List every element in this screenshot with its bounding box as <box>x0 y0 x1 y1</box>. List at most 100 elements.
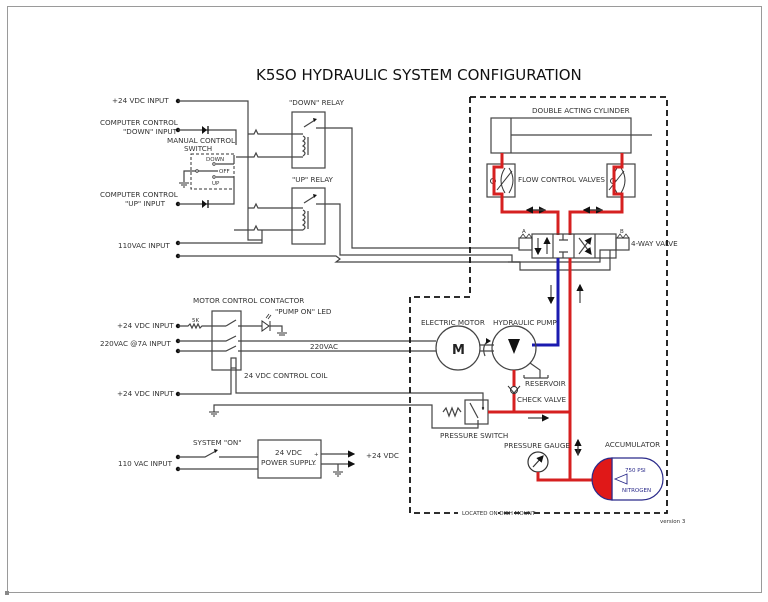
label-plus24-top: +24 VDC INPUT <box>112 96 169 105</box>
label-110vac: 110VAC INPUT <box>118 241 170 250</box>
flow-valve-right-icon <box>608 167 626 194</box>
label-motor-contactor: MOTOR CONTROL CONTACTOR <box>193 296 304 305</box>
wire-220vac-1 <box>178 335 436 342</box>
contact-led <box>225 319 237 327</box>
label-pump-on-led: "PUMP ON" LED <box>275 307 332 316</box>
pressure-line-right <box>568 153 624 235</box>
label-4way-valve: 4-WAY VALVE <box>631 239 678 248</box>
label-hydraulic-pump: HYDRAULIC PUMP <box>493 318 557 327</box>
dish-mount-boundary <box>470 96 668 514</box>
label-control-coil: 24 VDC CONTROL COIL <box>244 371 327 380</box>
down-relay-coil-icon <box>301 135 306 157</box>
wire-cc-up <box>178 186 235 205</box>
label-psu-output: +24 VDC <box>366 451 399 460</box>
wire-up-relay-out <box>316 203 508 256</box>
label-port-a: A <box>522 229 526 235</box>
reservoir-icon <box>523 375 549 379</box>
wire-110vac-2 <box>178 250 611 271</box>
pressure-switch-box <box>464 399 489 425</box>
label-psu-minus: - <box>314 462 316 468</box>
label-psu-1: 24 VDC <box>275 448 302 457</box>
up-relay-box <box>291 187 326 245</box>
switch-pos-up: UP <box>212 181 220 187</box>
diode-down-icon <box>202 126 209 134</box>
wire-plus24-top <box>178 100 262 241</box>
label-cc-up-2: "UP" INPUT <box>125 199 166 208</box>
ground-icon-led <box>277 332 287 336</box>
motor-symbol: M <box>452 343 465 358</box>
wire-220vac-2 <box>178 345 436 352</box>
label-220vac-input: 220VAC @7A INPUT <box>100 339 171 348</box>
wire-110vac-1 <box>178 230 263 244</box>
wire-relay-up-coil <box>234 224 262 231</box>
power-supply-box <box>257 439 322 479</box>
label-acc-gas: NITROGEN <box>622 488 651 494</box>
switch-pos-off: OFF <box>219 169 230 175</box>
label-reservoir: RESERVOIR <box>525 379 566 388</box>
manual-switch-box <box>190 153 235 190</box>
label-cylinder: DOUBLE ACTING CYLINDER <box>532 106 630 115</box>
up-relay-coil-wires <box>262 207 303 231</box>
label-110vac-psu: 110 VAC INPUT <box>118 459 173 468</box>
label-dish-mount: LOCATED ON DISH MOUNT <box>462 511 536 517</box>
label-psu-plus: + <box>314 452 319 458</box>
wire-switch-ground <box>183 170 196 182</box>
solenoid-b-icon <box>615 233 630 251</box>
ground-icon-coil <box>209 411 219 417</box>
wire-down-relay-out <box>316 127 508 249</box>
wire-psu-switch <box>178 450 258 458</box>
wire-relay-feed-up <box>248 202 262 209</box>
wire-coil-to-pressure-switch <box>235 368 484 410</box>
corner-marker <box>5 591 9 595</box>
switch-pos-down: DOWN <box>206 157 224 163</box>
label-flow-valves: FLOW CONTROL VALVES <box>518 175 605 184</box>
wire-relay-feed-down <box>248 128 262 135</box>
pump-output-line <box>512 370 570 414</box>
label-port-b: B <box>620 229 624 235</box>
label-accumulator: ACCUMULATOR <box>605 440 660 449</box>
label-resistor: 5K <box>192 318 199 324</box>
wire-ground-to-pressure-switch <box>213 404 479 429</box>
wire-switch-down <box>216 151 262 165</box>
resistor-5k-icon <box>178 322 226 330</box>
wire-plus24-coil <box>178 368 232 395</box>
label-cc-up-1: COMPUTER CONTROL <box>100 190 178 199</box>
version-label: version 3 <box>660 519 686 525</box>
pressure-switch-spring-icon <box>442 406 462 418</box>
led-icon <box>261 313 272 332</box>
four-way-valve <box>531 233 617 259</box>
check-valve-icon <box>507 385 521 394</box>
label-manual-switch-1: MANUAL CONTROL <box>167 136 235 145</box>
down-relay-box <box>291 111 326 169</box>
label-down-relay: "DOWN" RELAY <box>289 98 345 107</box>
up-relay-contact <box>303 195 316 204</box>
label-manual-switch-2: SWITCH <box>184 144 212 153</box>
gauge-line <box>536 472 600 482</box>
label-plus24-motor: +24 VDC INPUT <box>117 321 174 330</box>
contactor-coil-icon <box>230 357 237 369</box>
system-on-switch-icon[interactable] <box>214 449 218 453</box>
electric-motor-icon <box>435 325 481 371</box>
label-cc-down-2: "DOWN" INPUT <box>123 127 178 136</box>
up-relay-coil-icon <box>301 209 306 231</box>
label-pressure-switch: PRESSURE SWITCH <box>440 431 508 440</box>
label-up-relay: "UP" RELAY <box>292 175 334 184</box>
solenoid-a-icon <box>518 233 533 251</box>
ground-icon-psu <box>333 471 343 477</box>
ground-icon <box>179 182 189 188</box>
label-cc-down-1: COMPUTER CONTROL <box>100 118 178 127</box>
diode-up-icon <box>202 200 209 208</box>
down-relay-coil-wires <box>262 133 303 158</box>
diagram-title: K5SO HYDRAULIC SYSTEM CONFIGURATION <box>256 66 582 84</box>
label-220vac-line: 220VAC <box>310 342 338 351</box>
label-psu-2: POWER SUPPLY <box>261 458 316 467</box>
wire-cc-down <box>178 129 237 145</box>
label-system-on: SYSTEM "ON" <box>193 438 242 447</box>
label-pressure-gauge: PRESSURE GAUGE <box>504 441 570 450</box>
label-plus24-coil: +24 VDC INPUT <box>117 389 174 398</box>
accumulator-icon <box>591 457 664 501</box>
label-acc-psi: 750 PSI <box>625 468 646 474</box>
label-check-valve: CHECK VALVE <box>517 395 566 404</box>
pressure-line-left <box>492 153 560 235</box>
